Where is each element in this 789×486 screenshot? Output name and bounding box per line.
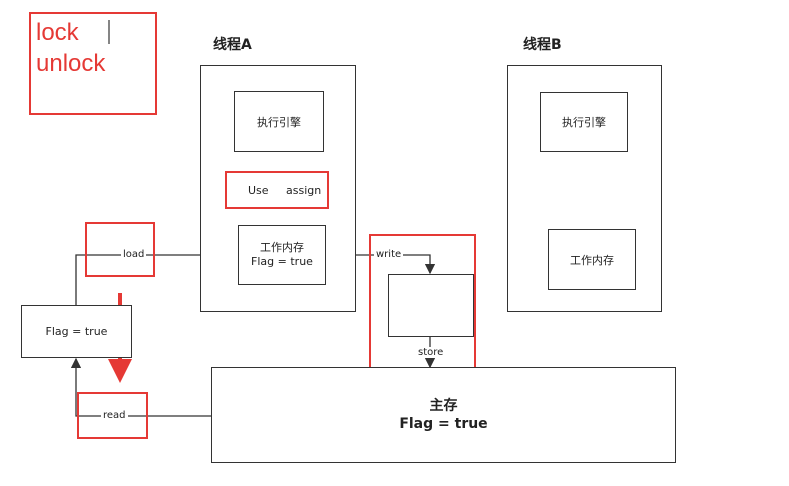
thread-a-work-memory-title: 工作内存: [260, 241, 304, 254]
assign-label: assign: [284, 184, 324, 197]
legend-lock-label: lock: [36, 19, 79, 46]
write-arrow: [326, 254, 436, 275]
load-label: load: [121, 249, 147, 260]
thread-b-engine: 执行引擎: [540, 92, 628, 152]
load-arrow: [75, 249, 239, 305]
use-assign-highlight: [225, 171, 329, 209]
main-memory-title: 主存: [429, 398, 458, 414]
thread-a-engine: 执行引擎: [234, 91, 324, 152]
read-arrow: [70, 357, 211, 417]
load-highlight: [85, 222, 155, 277]
main-memory-box: 主存 Flag = true: [211, 367, 676, 463]
thread-a-title: 线程A: [213, 37, 252, 53]
store-label: store: [416, 347, 446, 358]
left-flag-box: Flag = true: [21, 305, 132, 358]
thread-a-work-memory-flag: Flag = true: [251, 255, 313, 268]
legend-box: [29, 12, 157, 115]
thread-b-work-memory: 工作内存: [548, 229, 636, 290]
legend-unlock-label: unlock: [36, 50, 106, 77]
store-buffer-box: [388, 274, 474, 337]
use-label: Use: [246, 184, 271, 197]
main-memory-flag: Flag = true: [399, 416, 488, 432]
read-label: read: [101, 410, 128, 421]
thread-a-work-memory: 工作内存 Flag = true: [238, 225, 326, 285]
thread-b-title: 线程B: [523, 37, 562, 53]
write-label: write: [374, 249, 404, 260]
read-highlight: [77, 392, 148, 439]
